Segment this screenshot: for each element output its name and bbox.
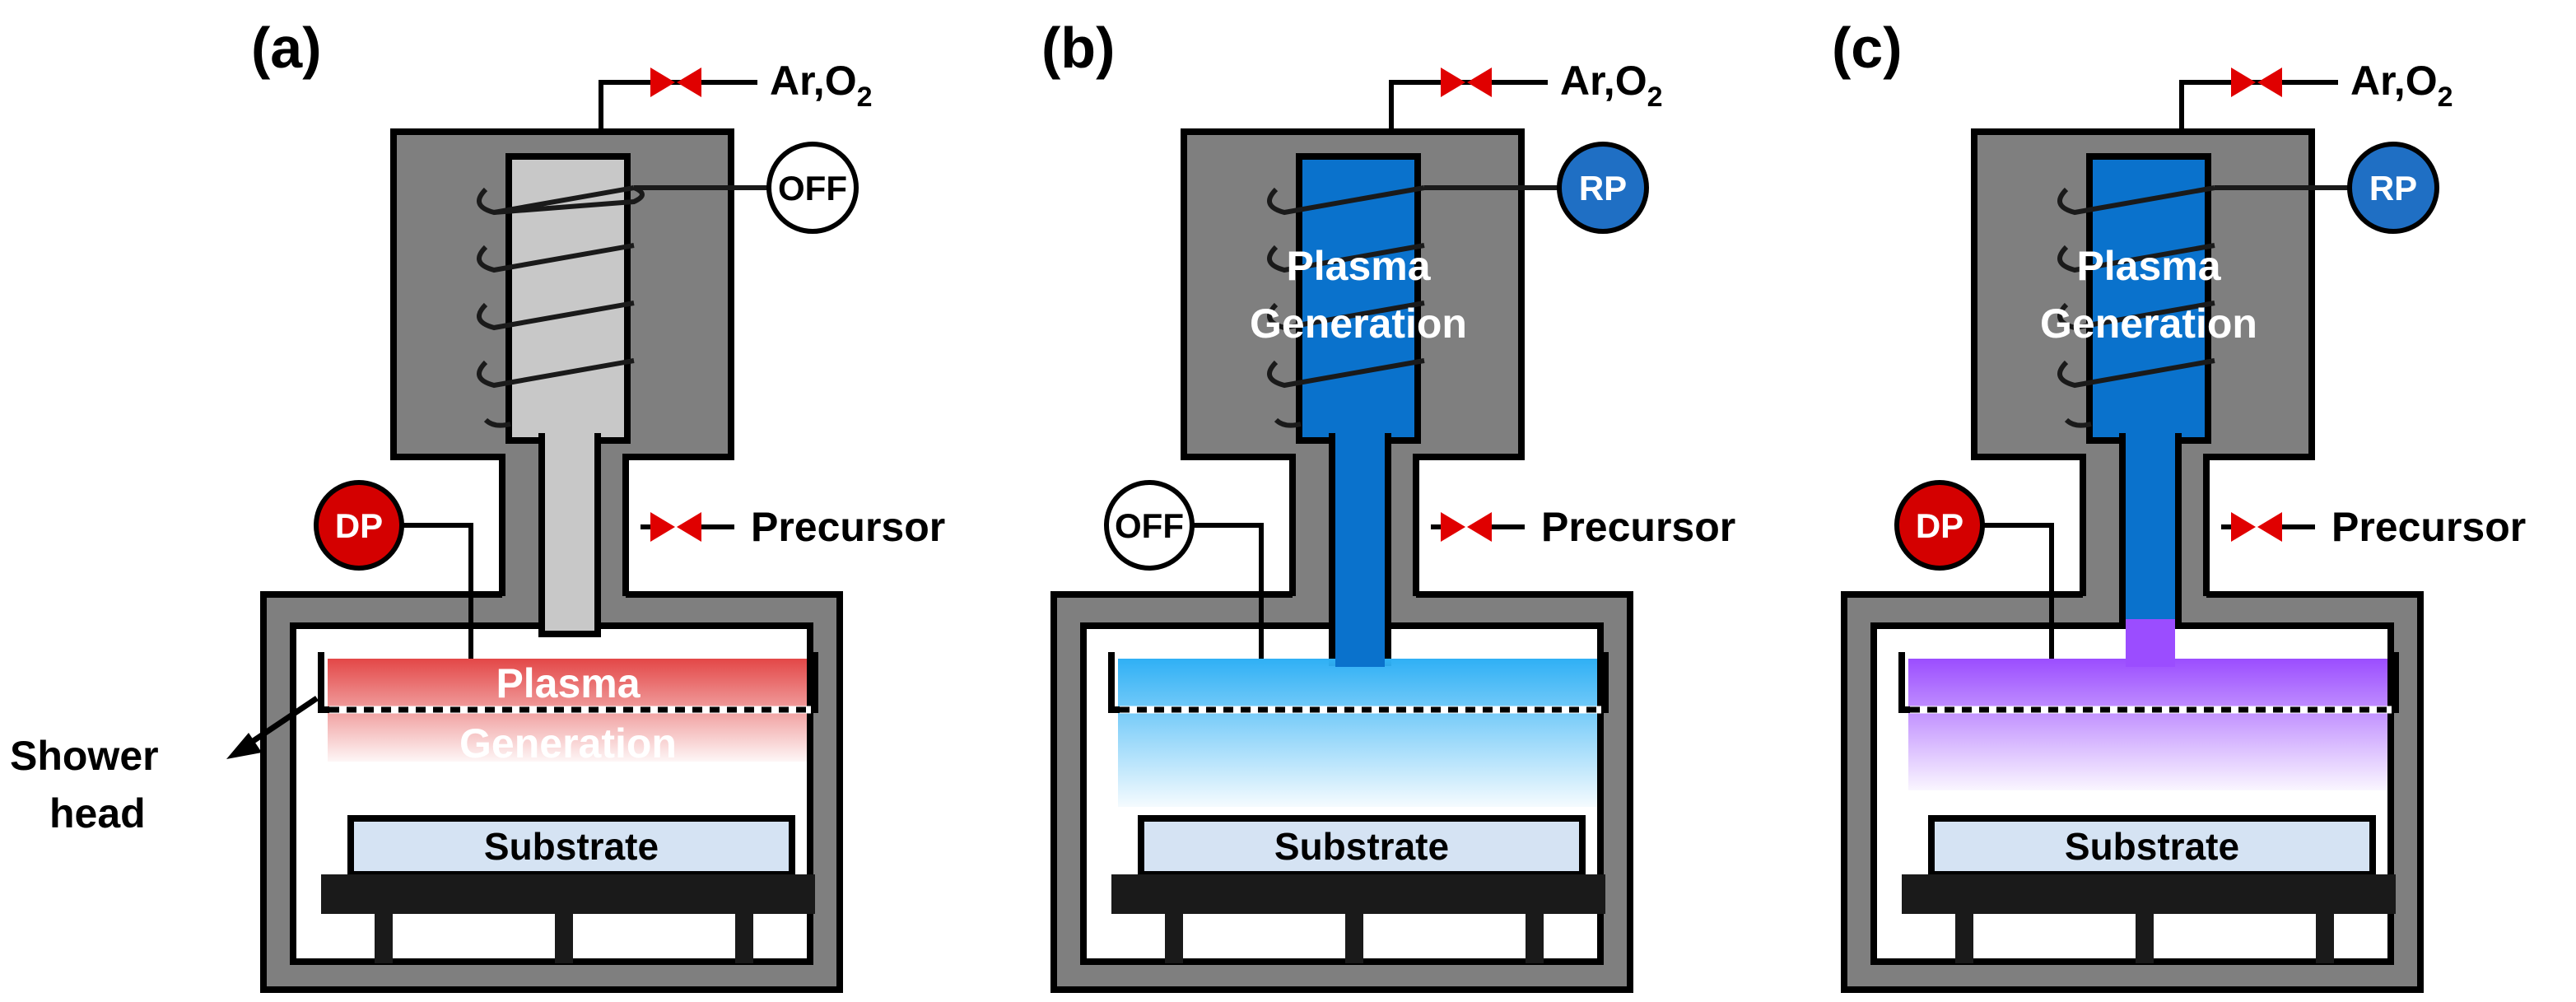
gas-label: Ar,O2: [1560, 58, 1663, 113]
chamber-power-label: OFF: [1115, 506, 1184, 545]
chamber-power-label: DP: [335, 506, 383, 545]
substrate: [347, 815, 795, 878]
shower-head-arrow: [245, 696, 319, 748]
stage: [321, 874, 815, 914]
chamber-power-line: [1981, 523, 2054, 659]
plasma-tube-neck: [1329, 433, 1391, 666]
source-power-indicator: [2347, 142, 2439, 234]
gas-label: Ar,O2: [770, 58, 873, 113]
precursor-label: Precursor: [2331, 504, 2526, 550]
tube-join: [545, 428, 594, 445]
rf-coil: [1267, 185, 1560, 428]
substrate-label: Substrate: [1274, 825, 1449, 868]
chamber-power-label: DP: [1916, 506, 1963, 545]
precursor-label: Precursor: [751, 504, 945, 550]
stage-leg: [375, 912, 393, 963]
chamber-power-line: [1190, 523, 1264, 659]
gas-label: Ar,O2: [2350, 58, 2453, 113]
plasma-region: [1118, 659, 1597, 807]
source-power-label: OFF: [778, 169, 847, 207]
plasma-label-line1: Plasma: [496, 660, 641, 706]
plasma-label-line2: Generation: [459, 720, 677, 767]
chamber-power-line: [400, 523, 473, 659]
rf-coil: [2057, 185, 2350, 428]
stage-leg: [735, 912, 753, 963]
gas-line: [599, 80, 757, 132]
plasma-label-line2: Generation: [1250, 301, 1467, 347]
precursor-valve: [1441, 512, 1492, 542]
source-power-label: RP: [2369, 169, 2417, 207]
arrow-head-icon: [226, 733, 262, 759]
gas-line: [2179, 80, 2338, 132]
gas-valve: [650, 68, 701, 97]
purple-neck-plasma: [2126, 619, 2175, 667]
panel-label: (b): [1041, 16, 1115, 80]
gas-valve: [1441, 68, 1492, 97]
gas-line: [1389, 80, 1548, 132]
shower-head-label-line2: head: [49, 790, 146, 837]
substrate-label: Substrate: [2065, 825, 2239, 868]
panel-c: (c) Ar,O2 RP DP: [1832, 16, 2526, 993]
stage: [1902, 874, 2396, 914]
source-power-indicator: [766, 142, 859, 234]
source-power-label: RP: [1579, 169, 1627, 207]
plasma-tube-neck: [2119, 433, 2182, 629]
substrate-label: Substrate: [484, 825, 659, 868]
plasma-tube-neck: [538, 433, 601, 637]
plasma-label-line1: Plasma: [1286, 243, 1431, 289]
precursor-label: Precursor: [1541, 504, 1735, 550]
stage-leg: [555, 912, 573, 963]
precursor-valve: [650, 512, 701, 542]
source-power-indicator: [1557, 142, 1649, 234]
plasma-label-line1: Plasma: [2076, 243, 2221, 289]
gas-valve: [2231, 68, 2282, 97]
plasma-tube: [1296, 153, 1421, 444]
panel-label: (a): [251, 16, 322, 80]
precursor-valve: [2231, 512, 2282, 542]
panel-a: (a) Ar,O2 OFF: [10, 16, 945, 993]
panel-b: (b) Ar,O2 RP OFF: [1041, 16, 1735, 993]
panel-label: (c): [1832, 16, 1903, 80]
shower-head-label-line1: Shower: [10, 733, 159, 779]
plasma-region: [1908, 659, 2387, 790]
plasma-label-line2: Generation: [2040, 301, 2257, 347]
rf-coil: [477, 185, 770, 428]
stage: [1111, 874, 1605, 914]
